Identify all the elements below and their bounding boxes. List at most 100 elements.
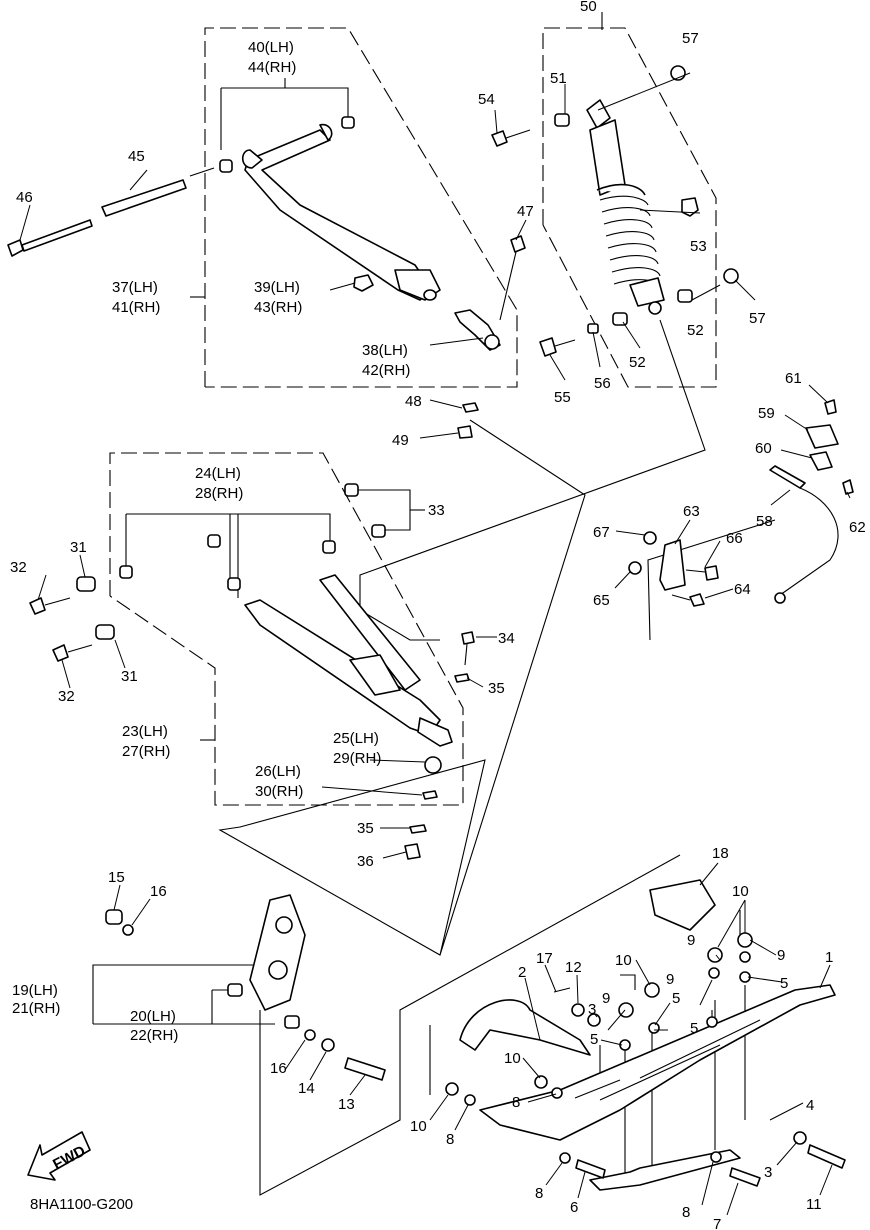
callout-4: 4: [806, 1097, 814, 1114]
callout-16b: 16: [270, 1060, 287, 1077]
callout-62: 62: [849, 519, 866, 536]
callout-61: 61: [785, 370, 802, 387]
upper-nut-39: [353, 274, 374, 292]
callout-23: 23(LH): [122, 723, 168, 740]
callout-8d: 8: [682, 1204, 690, 1221]
callout-9d: 9: [602, 990, 610, 1007]
callout-54: 54: [478, 91, 495, 108]
callout-18: 18: [712, 845, 729, 862]
ball-joint-upper: [454, 309, 501, 351]
group-frames: [109, 27, 717, 806]
callout-16a: 16: [150, 883, 167, 900]
callout-10c: 10: [504, 1050, 521, 1067]
spindle: [105, 894, 386, 1081]
callout-58: 58: [756, 513, 773, 530]
fwd-arrow-icon: FWD: [27, 1131, 91, 1181]
upper-a-arm: [241, 123, 441, 301]
callout-14: 14: [298, 1080, 315, 1097]
callout-53: 53: [690, 238, 707, 255]
callout-5a: 5: [780, 975, 788, 992]
callout-37: 37(LH): [112, 279, 158, 296]
callout-51: 51: [550, 70, 567, 87]
callout-45: 45: [128, 148, 145, 165]
callout-50: 50: [580, 0, 597, 15]
callout-9b: 9: [777, 947, 785, 964]
bolt-47: [499, 235, 526, 321]
callout-64: 64: [734, 581, 751, 598]
callout-46: 46: [16, 189, 33, 206]
diagram-code: 8HA1100-G200: [30, 1196, 133, 1213]
callout-56: 56: [594, 375, 611, 392]
upper-arm-bushings: [219, 116, 355, 173]
callout-60: 60: [755, 440, 772, 457]
callout-44: 44(RH): [248, 59, 296, 76]
callout-22: 22(RH): [130, 1027, 178, 1044]
upper-arm-shaft: [101, 167, 215, 217]
callout-19: 19(LH): [12, 982, 58, 999]
callout-57b: 57: [749, 310, 766, 327]
callout-7: 7: [713, 1216, 721, 1230]
callout-32a: 32: [10, 559, 27, 576]
callout-33: 33: [428, 502, 445, 519]
steering-parts: [628, 399, 854, 607]
shock-bolts: [457, 65, 739, 439]
callout-42: 42(RH): [362, 362, 410, 379]
connection-lines: [92, 12, 776, 1196]
callout-10d: 10: [410, 1118, 427, 1135]
callout-6: 6: [570, 1199, 578, 1216]
callout-63: 63: [683, 503, 700, 520]
callout-52b: 52: [629, 354, 646, 371]
callout-labels: 50 57 51 54 40(LH) 44(RH) 45 46 47 53 37…: [10, 0, 866, 1230]
callout-31b: 31: [121, 668, 138, 685]
callout-43: 43(RH): [254, 299, 302, 316]
leader-lines: [19, 72, 851, 1216]
callout-8a: 8: [512, 1094, 520, 1111]
callout-57: 57: [682, 30, 699, 47]
callout-39: 39(LH): [254, 279, 300, 296]
callout-28: 28(RH): [195, 485, 243, 502]
callout-38: 38(LH): [362, 342, 408, 359]
callout-27: 27(RH): [122, 743, 170, 760]
callout-5d: 5: [590, 1031, 598, 1048]
callout-9a: 9: [687, 932, 695, 949]
callout-66: 66: [726, 530, 743, 547]
ski: [459, 879, 836, 1191]
callout-3a: 3: [588, 1001, 596, 1018]
callout-5c: 5: [690, 1020, 698, 1037]
callout-11: 11: [806, 1196, 822, 1213]
callout-8c: 8: [535, 1185, 543, 1202]
callout-5b: 5: [672, 990, 680, 1007]
callout-52a: 52: [687, 322, 704, 339]
callout-12: 12: [565, 959, 582, 976]
callout-65: 65: [593, 592, 610, 609]
callout-8b: 8: [446, 1131, 454, 1148]
callout-41: 41(RH): [112, 299, 160, 316]
callout-13: 13: [338, 1096, 355, 1113]
callout-48: 48: [405, 393, 422, 410]
callout-1: 1: [825, 949, 833, 966]
callout-25: 25(LH): [333, 730, 379, 747]
callout-35b: 35: [357, 820, 374, 837]
callout-31a: 31: [70, 539, 87, 556]
callout-26: 26(LH): [255, 763, 301, 780]
callout-9c: 9: [666, 971, 674, 988]
callout-2: 2: [518, 964, 526, 981]
callout-15: 15: [108, 869, 125, 886]
callout-47: 47: [517, 203, 534, 220]
callout-30: 30(RH): [255, 783, 303, 800]
callout-29: 29(RH): [333, 750, 381, 767]
callout-10b: 10: [615, 952, 632, 969]
lower-a-arm: [244, 574, 453, 774]
callout-10a: 10: [732, 883, 749, 900]
callout-24: 24(LH): [195, 465, 241, 482]
lower-arm-bushings: [29, 483, 475, 860]
callout-49: 49: [392, 432, 409, 449]
callout-36: 36: [357, 853, 374, 870]
callout-34: 34: [498, 630, 515, 647]
callout-35a: 35: [488, 680, 505, 697]
callout-3b: 3: [764, 1164, 772, 1181]
callout-59: 59: [758, 405, 775, 422]
upper-arm-bolt: [7, 219, 93, 257]
shock-absorber: [586, 99, 699, 315]
